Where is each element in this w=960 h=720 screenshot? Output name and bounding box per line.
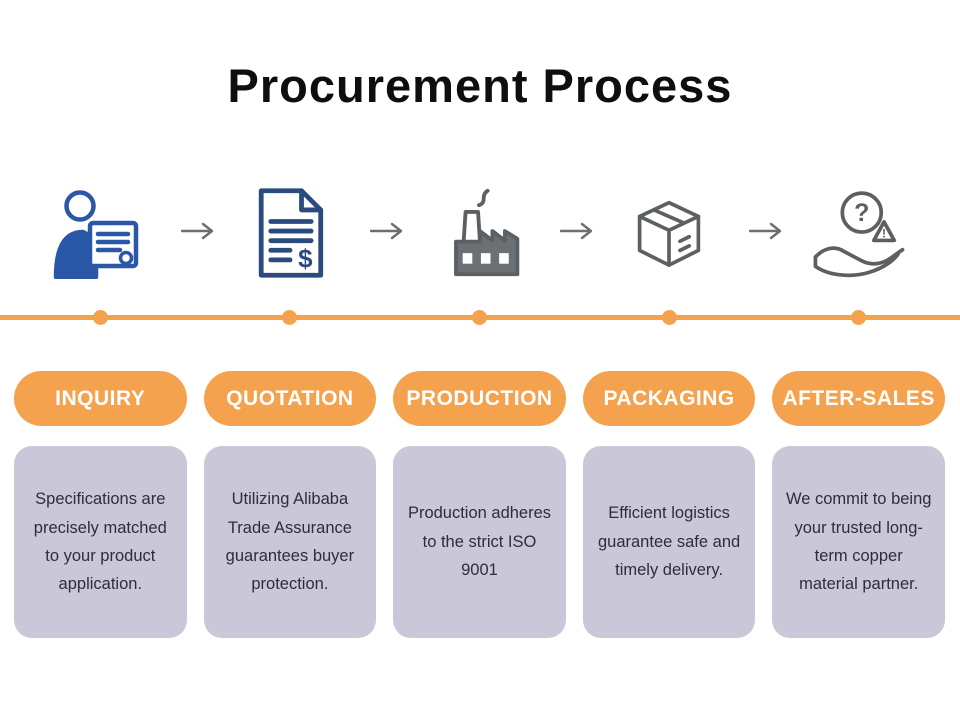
step-pill-after-sales: AFTER-SALES — [772, 371, 945, 426]
package-box-icon — [637, 200, 701, 267]
step-icon-cell-production — [393, 170, 592, 295]
timeline-dot — [471, 310, 487, 325]
step-description: Production adheres to the strict ISO 900… — [407, 504, 552, 580]
step-pill-quotation: QUOTATION — [203, 371, 377, 426]
timeline-dot — [92, 310, 108, 325]
step-icon-cell-packaging — [583, 170, 782, 295]
step-label: AFTER-SALES — [782, 386, 935, 410]
step-label: INQUIRY — [55, 386, 146, 410]
step-icon-cell-after-sales: ? ! — [772, 170, 945, 295]
invoice-dollar-document-icon: $ — [258, 187, 324, 278]
step-card-after-sales: We commit to being your trusted long-ter… — [772, 446, 945, 638]
step-description: We commit to being your trusted long-ter… — [785, 490, 932, 594]
svg-text:?: ? — [854, 198, 869, 226]
step-card-production: Production adheres to the strict ISO 900… — [393, 446, 566, 638]
icons-row: $ — [14, 170, 945, 295]
step-label: PRODUCTION — [406, 386, 553, 410]
svg-text:!: ! — [882, 226, 886, 240]
step-description: Efficient logistics guarantee safe and t… — [597, 504, 741, 580]
person-reading-document-icon — [54, 189, 139, 279]
timeline-dot — [282, 310, 298, 325]
step-card-packaging: Efficient logistics guarantee safe and t… — [582, 446, 756, 638]
step-pills-row: INQUIRY QUOTATION PRODUCTION PACKAGING A… — [14, 371, 945, 426]
svg-text:$: $ — [298, 245, 313, 273]
step-icon-cell-quotation: $ — [204, 170, 403, 295]
step-pill-packaging: PACKAGING — [582, 371, 756, 426]
step-description: Specifications are precisely matched to … — [33, 490, 167, 594]
step-card-inquiry: Specifications are precisely matched to … — [14, 446, 187, 638]
step-icon-cell-inquiry — [14, 170, 213, 295]
arrow-right-icon — [370, 222, 404, 240]
arrow-right-icon — [180, 222, 215, 240]
timeline-dot — [851, 310, 867, 325]
step-cards-row: Specifications are precisely matched to … — [14, 446, 945, 638]
step-card-quotation: Utilizing Alibaba Trade Assurance guaran… — [203, 446, 377, 638]
arrow-right-icon — [559, 222, 594, 240]
step-pill-inquiry: INQUIRY — [14, 371, 187, 426]
timeline-dots-row — [14, 310, 945, 325]
page-title: Procurement Process — [227, 59, 733, 112]
support-hand-question-icon: ? ! — [813, 190, 905, 277]
arrow-right-icon — [749, 222, 783, 240]
step-description: Utilizing Alibaba Trade Assurance guaran… — [225, 490, 355, 594]
step-pill-production: PRODUCTION — [393, 371, 566, 426]
timeline-dot — [661, 310, 677, 325]
factory-icon — [454, 188, 520, 276]
step-label: QUOTATION — [226, 386, 354, 410]
step-label: PACKAGING — [603, 386, 735, 410]
